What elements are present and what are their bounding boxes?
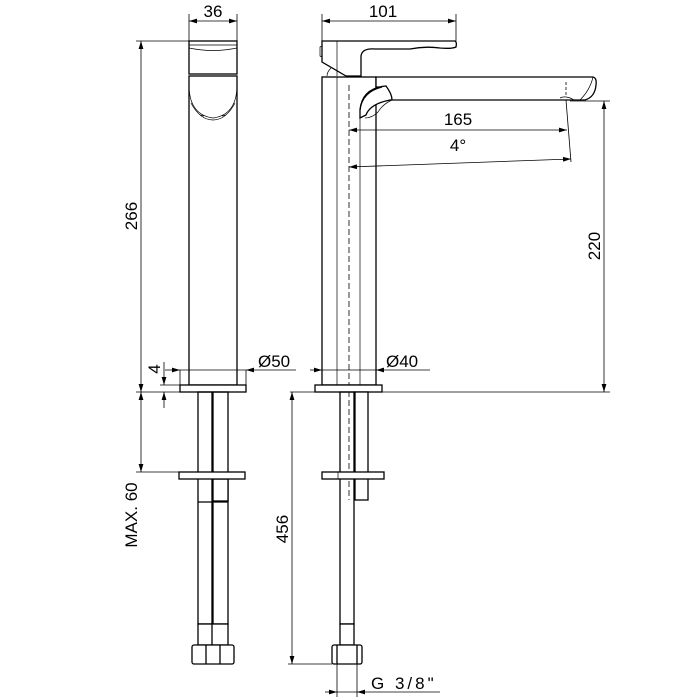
side-handle <box>188 40 238 75</box>
svg-text:G 3/8": G 3/8" <box>371 674 437 693</box>
svg-text:36: 36 <box>204 2 223 21</box>
front-handle <box>319 40 457 77</box>
svg-text:266: 266 <box>122 202 141 230</box>
svg-text:220: 220 <box>585 232 604 260</box>
dim-hose-456: 456 <box>273 392 332 665</box>
svg-text:165: 165 <box>444 110 472 129</box>
svg-text:Ø50: Ø50 <box>258 352 290 371</box>
front-spout <box>359 76 597 120</box>
dim-connection-g38: G 3/8" <box>325 664 440 697</box>
front-mount-plate <box>321 471 385 480</box>
svg-text:4°: 4° <box>450 136 466 155</box>
dim-base-4: 4 <box>145 362 180 408</box>
dim-diameter-40: Ø40 <box>310 352 430 373</box>
front-base-plate <box>314 384 383 393</box>
dim-width-101: 101 <box>321 2 457 41</box>
side-hex-nut <box>191 644 235 665</box>
svg-text:MAX. 60: MAX. 60 <box>122 482 141 547</box>
dim-height-266: 266 <box>122 40 189 393</box>
side-body <box>188 75 238 386</box>
side-mount-plate <box>178 471 246 480</box>
dim-reach-165: 165 <box>349 99 572 163</box>
front-hex-nut <box>331 644 363 665</box>
dim-height-220: 220 <box>570 100 610 392</box>
svg-text:101: 101 <box>369 2 397 21</box>
svg-text:Ø40: Ø40 <box>386 352 418 371</box>
side-hoses <box>178 391 246 665</box>
dim-max-60: MAX. 60 <box>122 392 179 548</box>
svg-text:456: 456 <box>273 515 292 543</box>
dim-angle-4: 4° <box>348 136 572 170</box>
front-view: 101 165 4° 220 Ø40 456 <box>273 2 610 697</box>
side-view: 36 266 4 Ø50 MAX. 60 <box>122 2 296 665</box>
dim-width-36: 36 <box>188 2 238 41</box>
front-hoses <box>321 391 385 665</box>
side-base-plate <box>179 384 247 393</box>
svg-text:4: 4 <box>145 364 164 373</box>
dim-diameter-50: Ø50 <box>165 352 296 385</box>
